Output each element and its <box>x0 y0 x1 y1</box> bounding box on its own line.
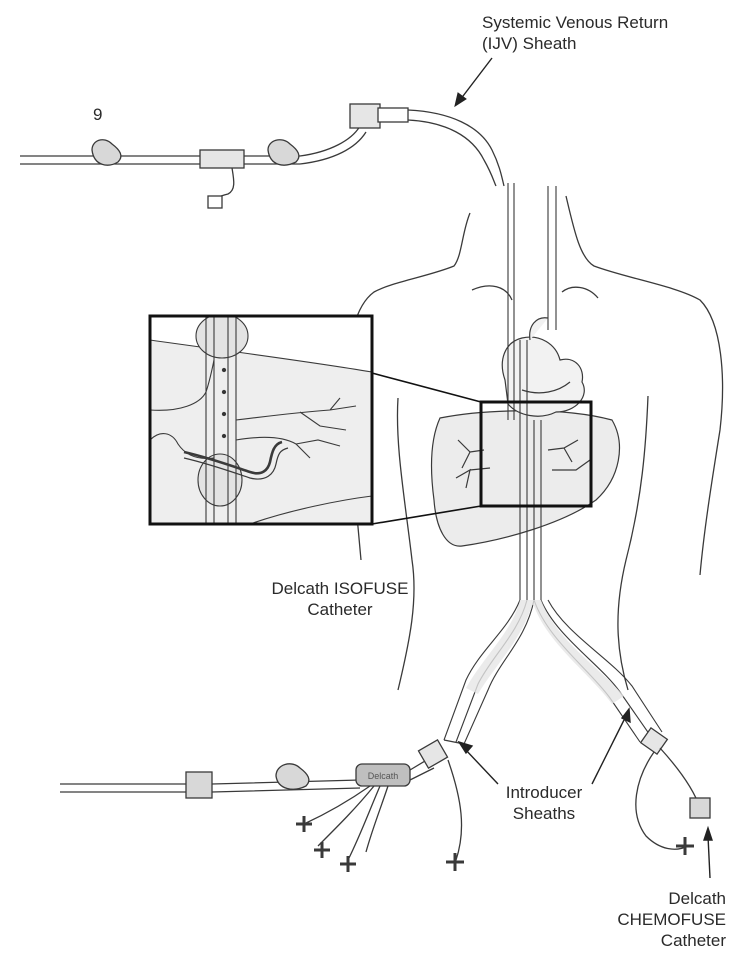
ijv-arrow <box>455 58 492 106</box>
vessel-shading <box>466 600 624 704</box>
number-label: 9 <box>93 104 102 125</box>
chemofuse-catheter <box>636 728 710 855</box>
introducer-line-2: Sheaths <box>488 803 600 824</box>
chemofuse-line-3: Catheter <box>616 930 726 951</box>
isofuse-catheter <box>60 740 464 872</box>
delcath-hub-label: Delcath <box>368 771 399 781</box>
introducer-sheaths-label: Introducer Sheaths <box>488 782 600 824</box>
systemic-venous-return-label: Systemic Venous Return (IJV) Sheath <box>482 12 668 54</box>
magnified-inset <box>150 314 372 524</box>
systemic-line-2: (IJV) Sheath <box>482 33 668 54</box>
isofuse-line-1: Delcath ISOFUSE <box>250 578 430 599</box>
chemofuse-label: Delcath CHEMOFUSE Catheter <box>616 888 726 951</box>
chemofuse-line-1: Delcath <box>616 888 726 909</box>
isofuse-line-2: Catheter <box>250 599 430 620</box>
chemofuse-line-2: CHEMOFUSE <box>616 909 726 930</box>
systemic-line-1: Systemic Venous Return <box>482 12 668 33</box>
introducer-line-1: Introducer <box>488 782 600 803</box>
isofuse-label: Delcath ISOFUSE Catheter <box>250 578 430 620</box>
